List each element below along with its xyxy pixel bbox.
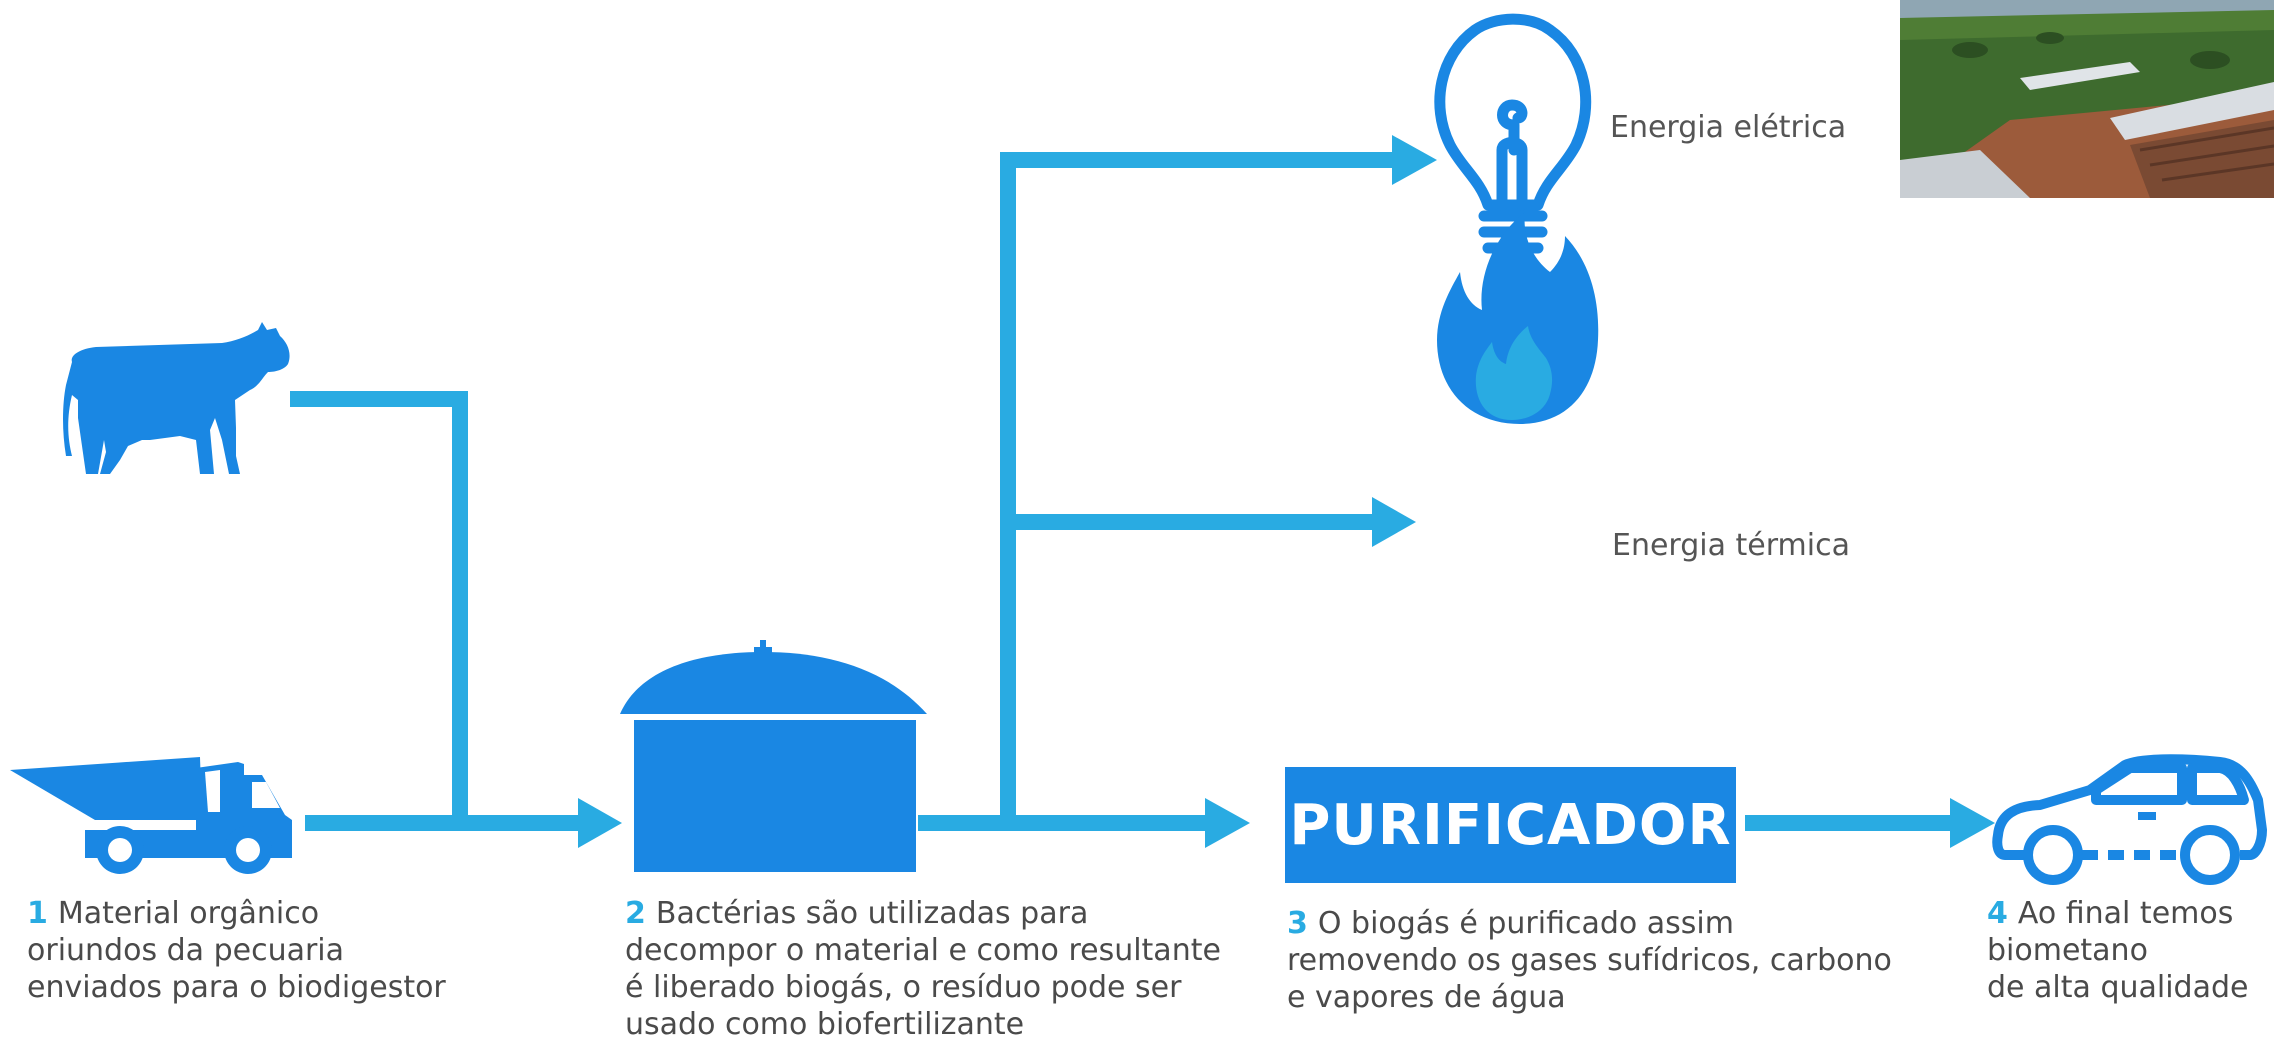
farm-photo-image	[1900, 0, 2274, 198]
cow-icon	[63, 322, 290, 474]
thermal-energy-label: Energia térmica	[1612, 528, 1850, 563]
step-2-number: 2	[625, 896, 646, 931]
step-1-text: Material orgânico oriundos da pecuaria e…	[27, 896, 446, 1005]
digester-to-electric-line	[1000, 152, 1395, 823]
arrowhead-car	[1950, 798, 1995, 848]
step-4-text: Ao final temos biometano de alta qualida…	[1987, 896, 2249, 1005]
step-3-number: 3	[1287, 906, 1308, 941]
arrowhead-purifier	[1205, 798, 1250, 848]
step-4-number: 4	[1987, 896, 2008, 931]
arrowhead-electric	[1392, 135, 1437, 185]
dump-truck-icon	[10, 757, 292, 874]
car-door-handle	[2138, 812, 2156, 820]
connectors	[290, 152, 1953, 831]
arrowhead-thermal	[1372, 497, 1416, 547]
step-3-text: O biogás é purificado assim removendo os…	[1287, 906, 1892, 1015]
arrowheads	[578, 135, 1995, 848]
electric-energy-label: Energia elétrica	[1610, 110, 1847, 145]
step-1-number: 1	[27, 896, 48, 931]
purifier-label: PURIFICADOR	[1289, 792, 1732, 858]
step-2-text: Bactérias são utilizadas para decompor o…	[625, 896, 1221, 1042]
car-icon	[1992, 754, 2267, 885]
light-bulb-icon	[1434, 13, 1592, 254]
biodigester-tank-icon	[620, 640, 927, 872]
cow-to-junction-line	[290, 391, 468, 823]
arrowhead-digester	[578, 798, 622, 848]
farm-aerial-photo	[1900, 0, 2274, 198]
flame-icon	[1437, 212, 1599, 424]
purifier-box: PURIFICADOR	[1285, 767, 1736, 883]
